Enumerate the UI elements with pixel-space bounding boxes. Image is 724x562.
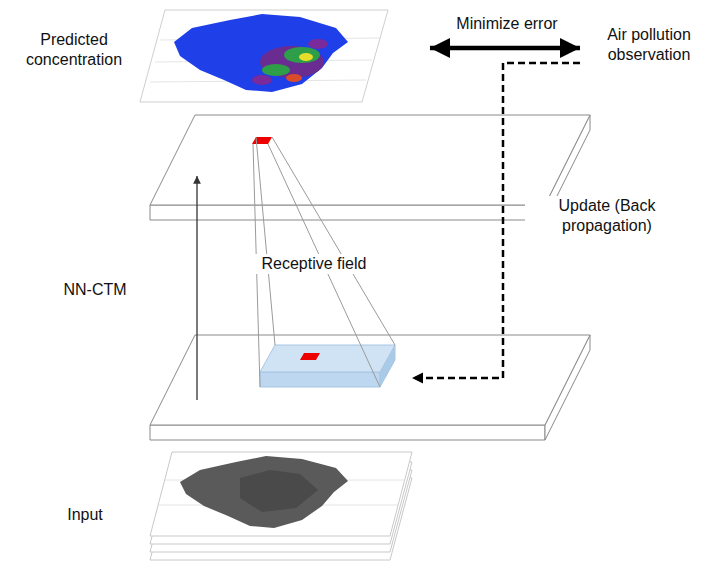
prediction-map xyxy=(140,10,388,102)
map-node: Air pollution observation xyxy=(580,25,718,67)
edge-label: Minimize error xyxy=(435,14,579,34)
edge-label: Update (Back propagation) xyxy=(525,196,689,236)
node-label: Air pollution observation xyxy=(580,25,718,65)
network-block: NN-CTM Receptive field xyxy=(20,110,412,440)
flow-arrow xyxy=(196,176,197,400)
node-label: Receptive field xyxy=(228,254,400,274)
node-label: Input xyxy=(50,505,120,525)
receptive-field: Receptive field xyxy=(228,250,400,400)
output-layer xyxy=(150,115,590,220)
receptive-field-box xyxy=(260,345,395,387)
input-layer xyxy=(150,335,590,440)
input-maps xyxy=(150,452,412,560)
error-arrow xyxy=(430,46,580,51)
map-node: Input xyxy=(15,445,420,557)
map-node: Predicted concentration xyxy=(15,8,430,104)
node-label: Predicted concentration xyxy=(15,30,133,70)
node-label: NN-CTM xyxy=(50,280,140,300)
